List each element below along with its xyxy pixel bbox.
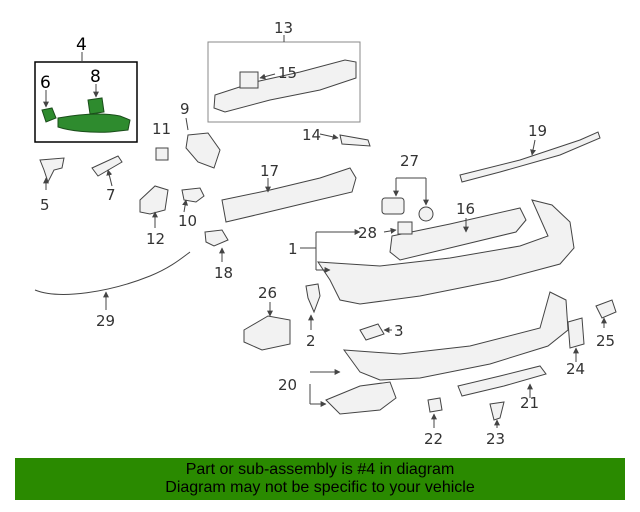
item-4-box xyxy=(34,61,138,143)
callout-25: 25 xyxy=(596,332,615,350)
callout-16: 16 xyxy=(456,200,475,218)
callout-9: 9 xyxy=(180,100,190,118)
part-12-bracket[interactable] xyxy=(139,185,169,215)
callout-2: 2 xyxy=(306,332,316,350)
callout-14: 14 xyxy=(302,126,321,144)
callout-11: 11 xyxy=(152,120,171,138)
part-4-bracket[interactable] xyxy=(57,113,131,133)
banner-line-1: Part or sub-assembly is #4 in diagram xyxy=(185,461,455,478)
callout-18: 18 xyxy=(214,264,233,282)
callout-17: 17 xyxy=(260,162,279,180)
callout-4: 4 xyxy=(76,35,87,55)
part-25-bracket[interactable] xyxy=(595,299,617,319)
callout-1: 1 xyxy=(288,240,298,258)
part-18-bolt[interactable] xyxy=(204,229,229,247)
part-13-absorber[interactable] xyxy=(213,59,357,113)
callout-27: 27 xyxy=(400,152,419,170)
part-21-molding[interactable] xyxy=(457,365,547,397)
part-24-bracket[interactable] xyxy=(567,317,585,349)
callout-22: 22 xyxy=(424,430,443,448)
part-2-screw[interactable] xyxy=(305,283,321,314)
info-banner: Part or sub-assembly is #4 in diagram Di… xyxy=(15,458,625,500)
part-23-screw[interactable] xyxy=(489,401,505,421)
callout-20: 20 xyxy=(278,376,297,394)
part-14-pin[interactable] xyxy=(339,134,371,147)
part-17-impact-bar[interactable] xyxy=(221,167,357,223)
callout-12: 12 xyxy=(146,230,165,248)
part-9-bracket[interactable] xyxy=(185,132,221,169)
part-1-bumper-cover[interactable] xyxy=(317,199,575,305)
part-10-bolt[interactable] xyxy=(181,187,205,203)
part-3-clip[interactable] xyxy=(359,323,385,341)
callout-6: 6 xyxy=(40,73,51,93)
callout-8: 8 xyxy=(90,67,101,87)
callout-19: 19 xyxy=(528,122,547,140)
part-29-harness[interactable] xyxy=(34,251,191,295)
part-11-nut[interactable] xyxy=(155,147,169,161)
part-20-insert[interactable] xyxy=(325,381,397,415)
part-16-reinforcement[interactable] xyxy=(389,207,527,261)
callout-5: 5 xyxy=(40,196,50,214)
part-8-clip[interactable] xyxy=(87,97,105,115)
callout-24: 24 xyxy=(566,360,585,378)
part-28-pad[interactable] xyxy=(397,221,413,235)
callout-26: 26 xyxy=(258,284,277,302)
banner-line-2: Diagram may not be specific to your vehi… xyxy=(165,479,475,496)
part-7-pushpin[interactable] xyxy=(91,155,123,177)
callout-29: 29 xyxy=(96,312,115,330)
callout-3: 3 xyxy=(394,322,404,340)
part-19-molding[interactable] xyxy=(459,131,601,183)
callout-15: 15 xyxy=(278,64,297,82)
callout-23: 23 xyxy=(486,430,505,448)
part-22-fastener[interactable] xyxy=(427,397,443,413)
callout-7: 7 xyxy=(106,186,116,204)
part-5-screw[interactable] xyxy=(39,157,65,184)
part-15-pad[interactable] xyxy=(239,71,259,89)
callout-21: 21 xyxy=(520,394,539,412)
part-27-sensor-ring[interactable] xyxy=(418,206,434,222)
part-20-lower-cover[interactable] xyxy=(342,291,569,381)
callout-10: 10 xyxy=(178,212,197,230)
part-26-lamp[interactable] xyxy=(243,315,291,351)
callout-28: 28 xyxy=(358,224,377,242)
callout-13: 13 xyxy=(274,19,293,37)
part-6-clip[interactable] xyxy=(41,107,57,123)
part-27-sensor[interactable] xyxy=(381,197,405,215)
